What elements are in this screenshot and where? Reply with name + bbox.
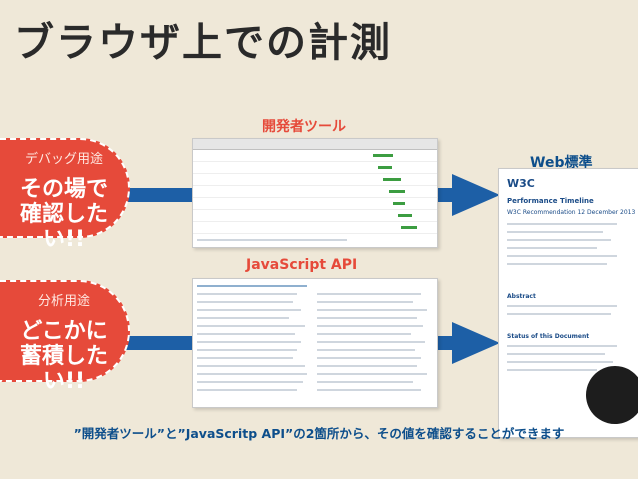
devtools-row bbox=[193, 211, 437, 222]
console-line bbox=[317, 389, 421, 391]
debug-use-line1: その場で bbox=[19, 177, 108, 202]
console-line bbox=[317, 301, 413, 303]
devtools-row bbox=[193, 151, 437, 162]
console-line bbox=[317, 309, 427, 311]
spec-line bbox=[507, 353, 605, 355]
spec-line bbox=[507, 223, 617, 225]
devtools-status-line bbox=[197, 239, 347, 241]
devtools-label: 開発者ツール bbox=[262, 119, 346, 135]
spec-line bbox=[507, 239, 611, 241]
spec-line bbox=[507, 247, 597, 249]
console-line bbox=[197, 293, 297, 295]
spec-status: Status of this Document bbox=[507, 333, 590, 340]
spec-line bbox=[507, 255, 617, 257]
console-line bbox=[197, 333, 295, 335]
spec-line bbox=[507, 263, 607, 265]
spec-abstract: Abstract bbox=[507, 293, 536, 300]
console-line bbox=[197, 317, 289, 319]
console-line bbox=[197, 301, 293, 303]
devtools-screenshot bbox=[192, 138, 438, 248]
devtools-toolbar bbox=[193, 139, 437, 150]
spec-line bbox=[507, 345, 617, 347]
spec-subheading: W3C Recommendation 12 December 2013 bbox=[507, 209, 636, 216]
console-screenshot bbox=[192, 278, 438, 408]
console-line bbox=[197, 365, 305, 367]
debug-use-badge: デバッグ用途 その場で 確認したい!! bbox=[0, 138, 130, 252]
console-line bbox=[317, 293, 421, 295]
console-line bbox=[317, 357, 421, 359]
spec-line bbox=[507, 369, 597, 371]
console-line bbox=[197, 357, 293, 359]
spec-line bbox=[507, 231, 603, 233]
console-line bbox=[197, 349, 297, 351]
devtools-row bbox=[193, 175, 437, 186]
spec-line bbox=[507, 313, 611, 315]
analysis-use-line2: 蓄積したい!! bbox=[19, 344, 108, 394]
analysis-use-badge: 分析用途 どこかに 蓄積したい!! bbox=[0, 280, 130, 394]
console-line bbox=[317, 365, 417, 367]
spec-line bbox=[507, 361, 613, 363]
console-line bbox=[317, 325, 423, 327]
debug-use-line2: 確認したい!! bbox=[19, 202, 108, 252]
console-line bbox=[197, 373, 307, 375]
console-line bbox=[317, 317, 417, 319]
console-line bbox=[317, 341, 425, 343]
console-line bbox=[197, 325, 305, 327]
console-line bbox=[197, 341, 301, 343]
js-api-label: JavaScript API bbox=[246, 257, 358, 273]
web-standard-label: Web標準 bbox=[530, 155, 593, 171]
debug-use-sub: デバッグ用途 bbox=[24, 152, 103, 167]
devtools-row bbox=[193, 199, 437, 210]
console-line bbox=[317, 333, 411, 335]
devtools-row bbox=[193, 187, 437, 198]
console-line bbox=[317, 349, 415, 351]
devtools-row bbox=[193, 223, 437, 234]
devtools-row bbox=[193, 163, 437, 174]
footer-note: ”開発者ツール”と”JavaScritp API”の2箇所から、その値を確認する… bbox=[73, 426, 565, 441]
page-title: ブラウザ上での計測 bbox=[14, 20, 392, 66]
console-line bbox=[197, 381, 303, 383]
analysis-use-sub: 分析用途 bbox=[37, 294, 90, 309]
console-line bbox=[197, 285, 307, 287]
console-line bbox=[197, 309, 301, 311]
console-line bbox=[317, 373, 427, 375]
console-line bbox=[317, 381, 413, 383]
console-line bbox=[197, 389, 297, 391]
spec-heading: Performance Timeline bbox=[507, 197, 594, 205]
spec-line bbox=[507, 305, 617, 307]
w3c-logo: W3C bbox=[507, 177, 535, 190]
analysis-use-line1: どこかに bbox=[20, 319, 108, 344]
